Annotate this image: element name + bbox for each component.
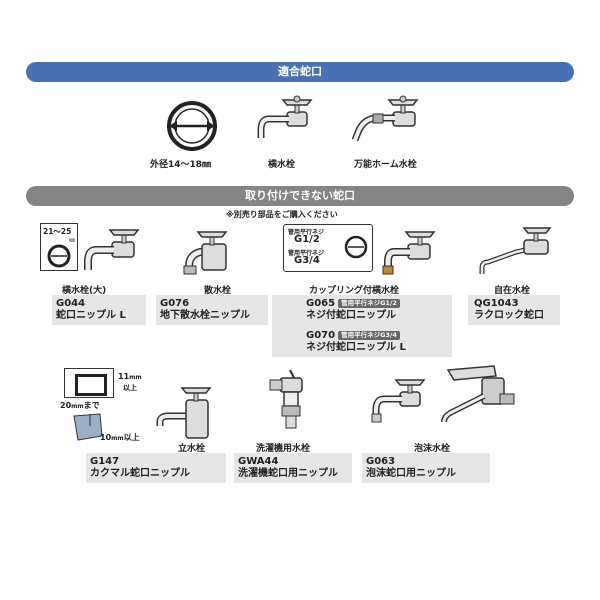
dimension-11-suffix: 以上 [123,384,137,392]
sprinkler-faucet-label: 散水栓 [204,286,232,296]
large-pipe-icon [47,244,71,268]
washing-machine-faucet-icon [269,369,303,429]
product-code: GWA44 [238,456,279,467]
standing-faucet-icon [156,387,212,439]
horizontal-faucet-label: 横水栓 [268,160,296,170]
product-code: G076 [160,298,190,309]
product-code: G147 [90,456,120,467]
pipe-wall-diagram [73,413,103,441]
coupling-faucet-icon [382,231,436,275]
horizontal-faucet-icon [257,95,313,138]
size-range-unit: ㎜ [68,237,75,244]
product-box-gwa44 [234,453,352,483]
compatible-section-banner: 適合蛇口 [26,62,574,82]
product-code: G063 [366,456,396,467]
product-box-g044 [52,295,146,325]
dimension-20: 20mmまで [60,401,100,410]
thread-tag: 管用平行ネジG1/2 [338,299,400,308]
product-box-g063 [362,453,490,483]
product-code: QG1043 [474,298,519,309]
coupling-faucet-label: カップリング付横水栓 [309,286,400,296]
thread-spec-label: 管用平行ネジ [288,250,325,257]
square-pipe-diagram [64,368,114,398]
aerator-faucet-icon [371,379,426,423]
product-box-g076 [156,295,268,325]
washing-machine-faucet-label: 洗濯機用水栓 [256,444,311,454]
large-faucet-label: 横水栓(大) [62,286,107,296]
universal-faucet-icon [351,95,419,142]
product-name: 地下散水栓ニップル [160,310,250,321]
thread-spec-box: 管用平行ネジ G1/2 管用平行ネジ G3/4 [283,224,373,272]
product-code: G065 [306,298,336,309]
swivel-faucet-icon [479,227,552,274]
standing-faucet-label: 立水栓 [178,444,206,454]
product-name: ネジ付蛇口ニップル L [306,342,406,353]
pipe-diameter-icon [167,101,217,151]
thread-spec-label: 管用平行ネジ [288,229,325,236]
product-name: ラクロック蛇口 [474,310,544,321]
product-name: 洗濯機蛇口用ニップル [238,468,338,479]
size-range-box: 21〜25 ㎜ [40,223,78,271]
product-name: ネジ付蛇口ニップル [306,310,396,321]
single-lever-faucet-icon [441,365,515,423]
incompatible-section-banner: 取り付けできない蛇口 [26,186,574,206]
thread-spec-value: G1/2 [294,234,320,245]
thread-spec-value: G3/4 [294,255,320,266]
separate-purchase-note: ※別売り部品をご購入ください [226,210,338,219]
thread-pipe-icon [344,235,368,259]
thread-tag: 管用平行ネジG3/4 [338,331,400,340]
product-name: カクマル蛇口ニップル [90,468,190,479]
swivel-faucet-label: 自在水栓 [494,286,531,296]
product-name: 泡沫蛇口用ニップル [366,468,456,479]
pipe-diameter-label: 外径14〜18㎜ [150,160,212,170]
product-code: G044 [56,298,86,309]
sprinkler-faucet-icon [183,231,228,275]
size-range-value: 21〜25 [43,227,72,236]
product-box-qg1043 [468,295,560,325]
product-name: 蛇口ニップル L [56,310,126,321]
product-box-g147 [86,453,226,483]
dimension-11: 11mm [118,372,142,381]
large-horizontal-faucet-icon [84,229,140,270]
dimension-10: 10mm以上 [100,433,140,442]
aerator-faucet-label: 泡沫水栓 [414,444,451,454]
universal-faucet-label: 万能ホーム水栓 [354,160,417,170]
product-code: G070 [306,330,336,341]
